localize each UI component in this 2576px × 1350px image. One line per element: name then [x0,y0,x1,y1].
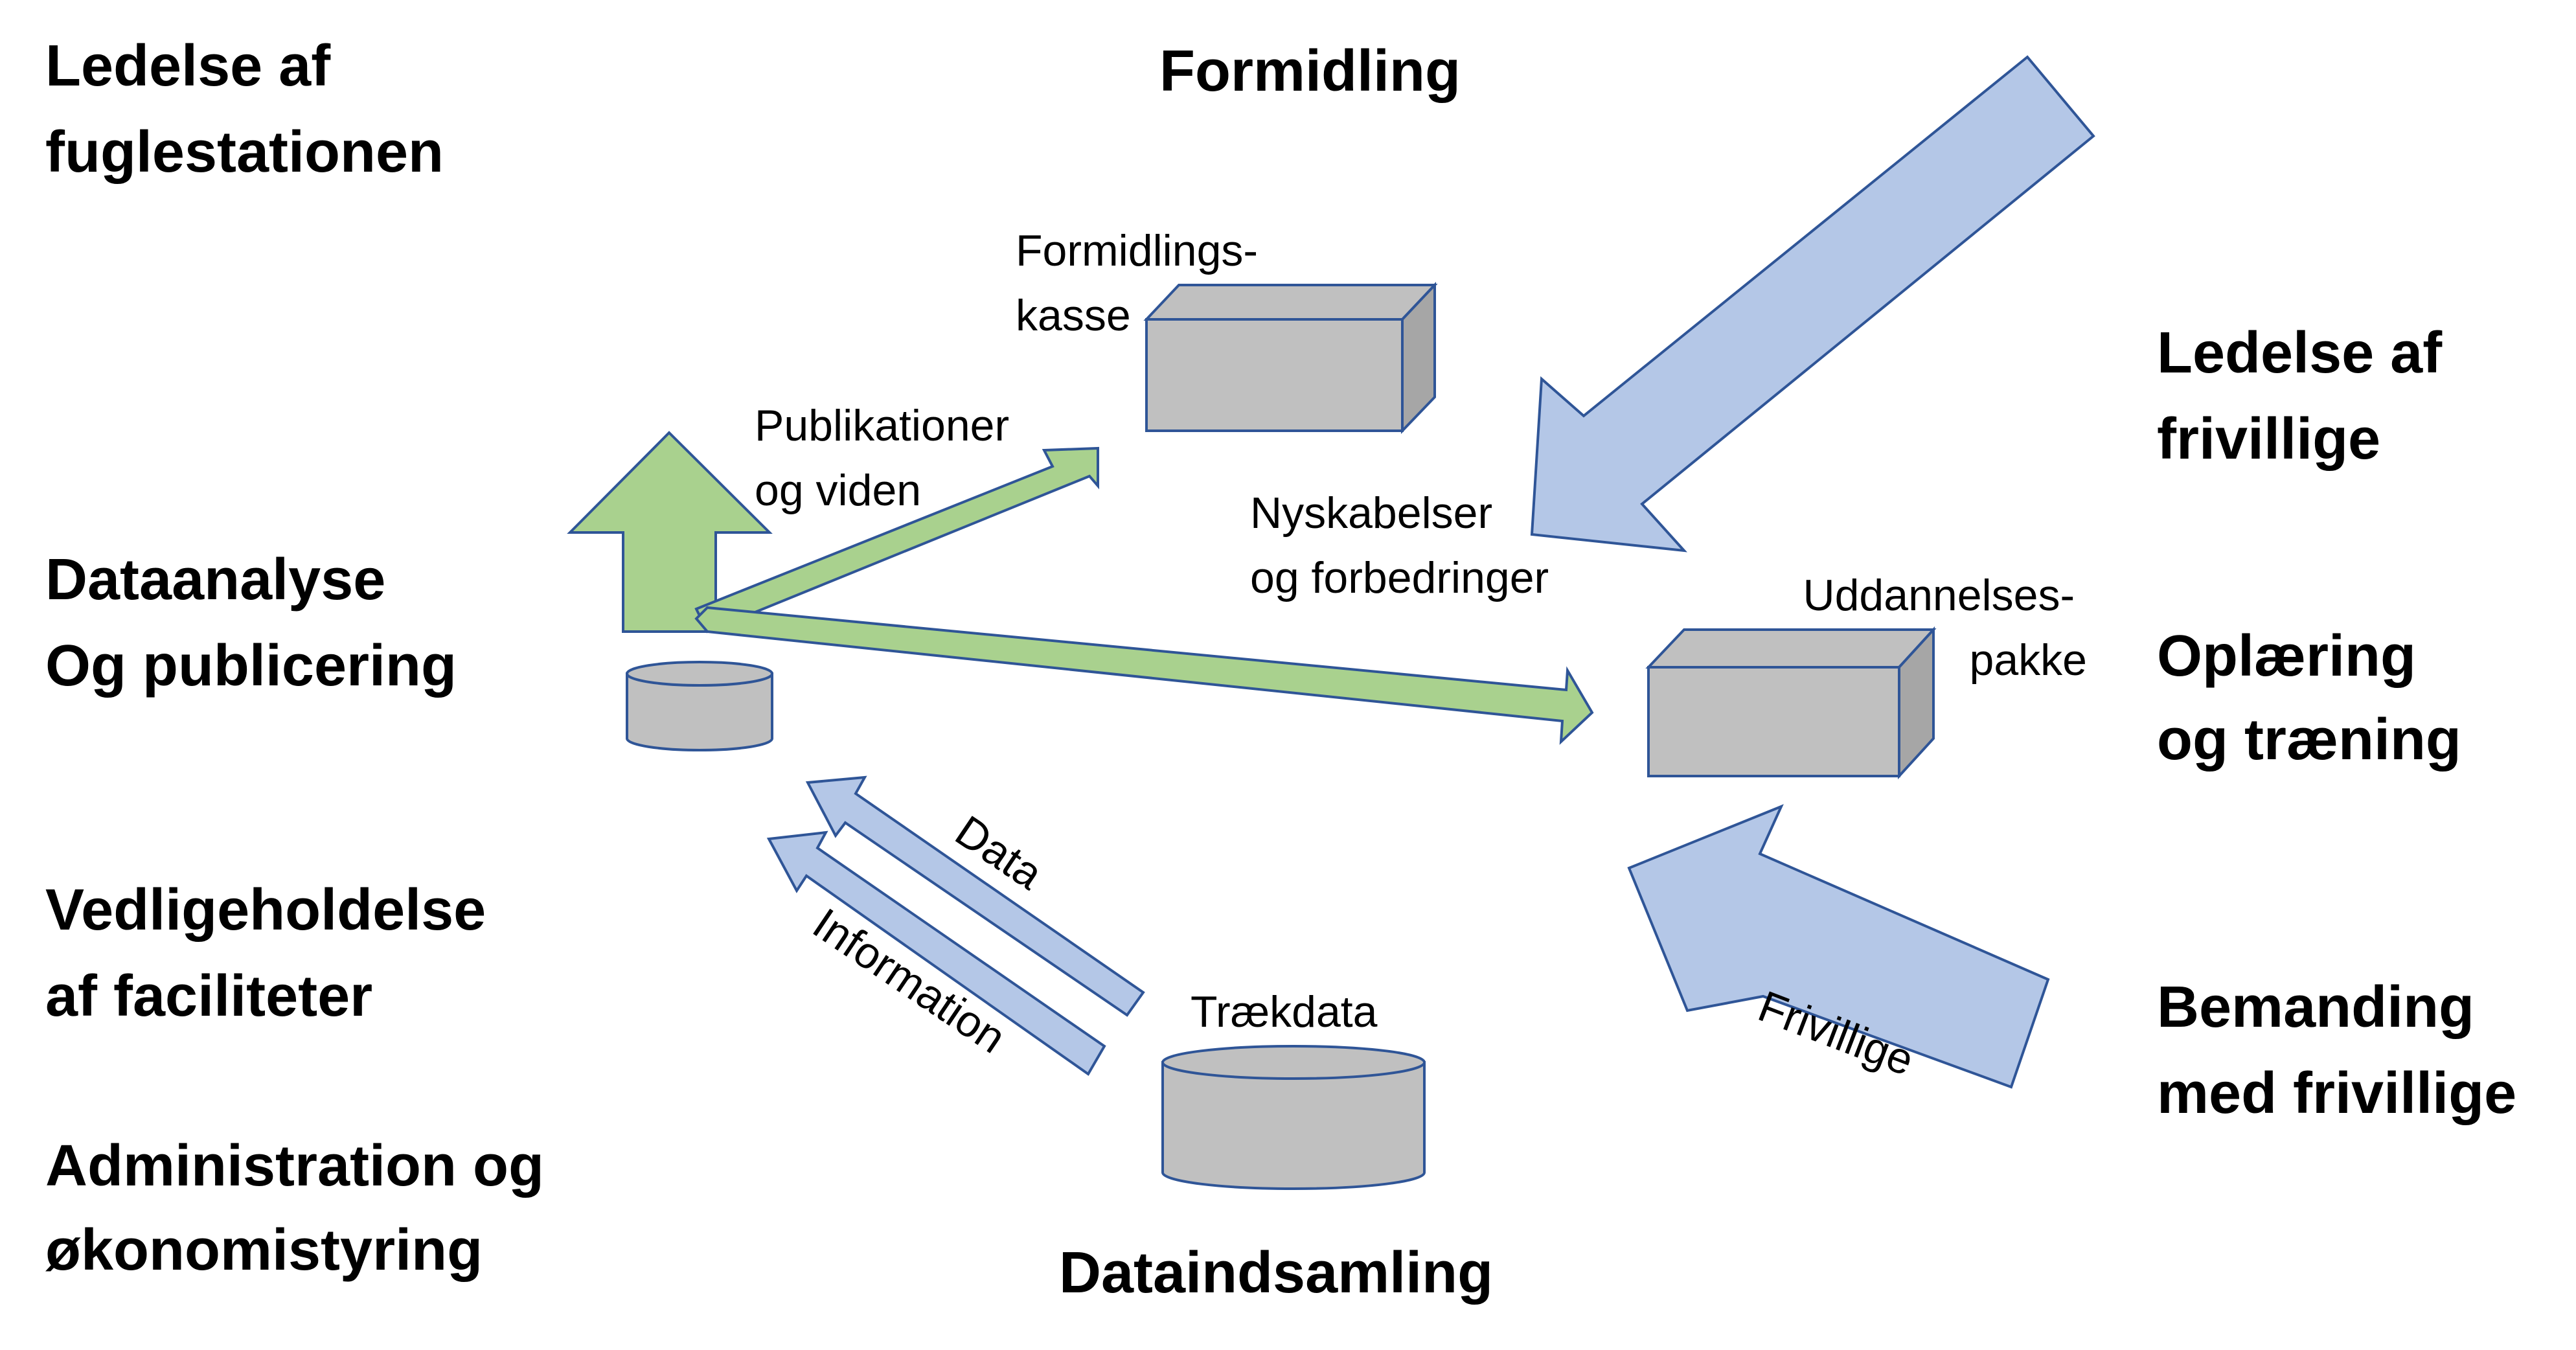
training-arrow [694,606,1594,745]
heading-staffing: Bemanding med frivillige [2157,975,2516,1126]
heading-volunteer-management: Ledelse af frivillige [2157,321,2458,472]
label-migration-data: Trækdata [1191,987,1378,1036]
heading-data-analysis: Dataanalyse Og publicering [45,547,457,698]
volunteers-arrow [1627,804,2050,1089]
label-dissemination-box: Formidlings- kasse [1016,226,1270,340]
publications-arrow [694,446,1099,634]
heading-administration: Administration og økonomistyring [45,1134,560,1283]
dissemination-box [1143,281,1438,434]
migration-data-cylinder [1161,1045,1426,1190]
label-training-box: Uddannelses- pakke [1803,571,2088,685]
information-arrow [766,830,1106,1076]
label-innovations: Nyskabelser og forbedringer [1250,488,1549,602]
training-box [1645,626,1937,780]
heading-maintenance: Vedligeholdelse af faciliteter [45,878,502,1029]
heading-data-collection: Dataindsamling [1059,1241,1493,1305]
label-publications: Publikationer og viden [755,401,1021,515]
heading-training: Oplæring og træning [2157,624,2461,772]
innovations-arrow [1530,55,2095,553]
heading-management-station: Ledelse af fuglestationen [45,34,444,185]
heading-dissemination: Formidling [1159,39,1461,104]
data-arrow [805,775,1145,1017]
database-cylinder [626,661,773,751]
